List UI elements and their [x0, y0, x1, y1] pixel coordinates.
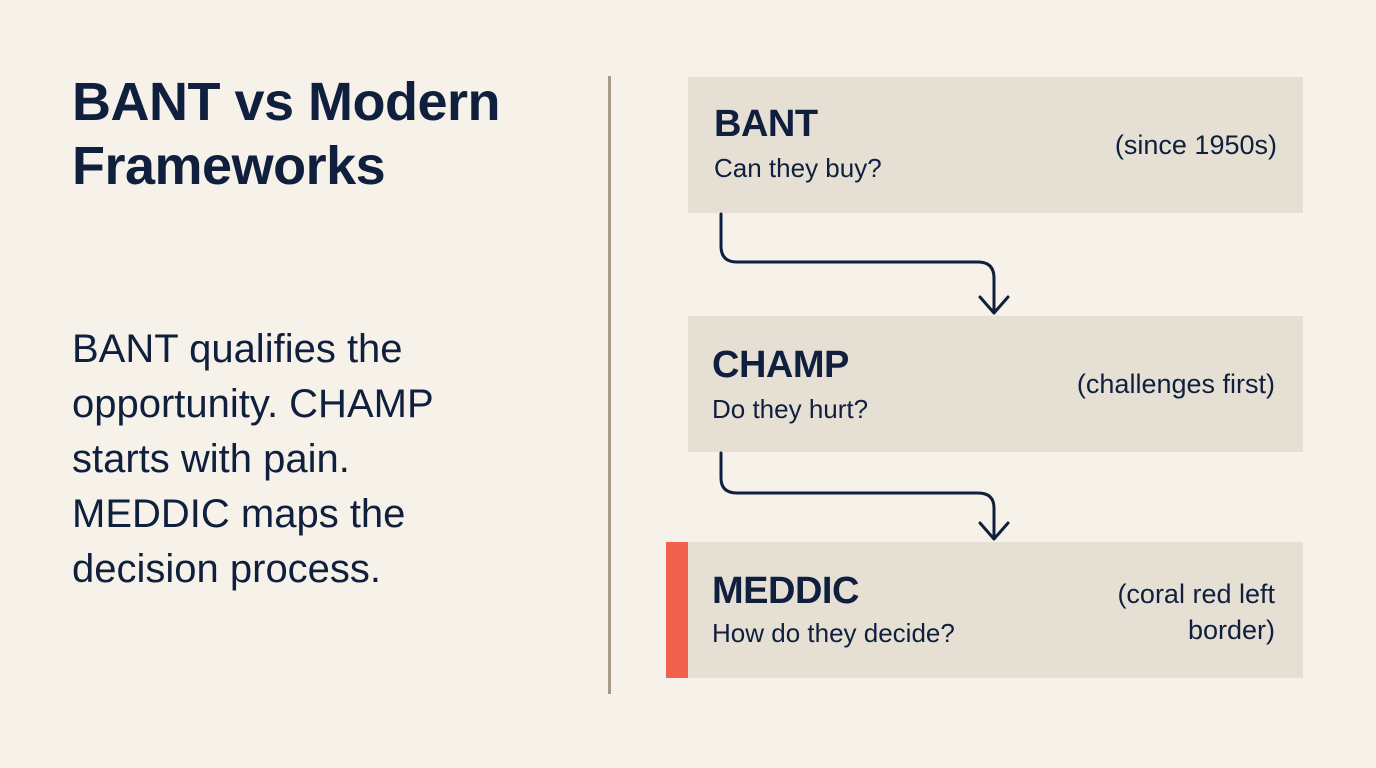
framework-question: Do they hurt? [712, 394, 869, 424]
page-title: BANT vs Modern Frameworks [72, 70, 501, 198]
description-line: starts with pain. [72, 437, 350, 481]
arrow-bant-to-champ [719, 212, 996, 314]
framework-box-meddic: MEDDIC How do they decide? (coral red le… [666, 542, 1303, 678]
framework-box-champ: CHAMP Do they hurt? (challenges first) [688, 316, 1303, 452]
framework-box-bant: BANT Can they buy? (since 1950s) [688, 77, 1303, 213]
vertical-divider [608, 76, 611, 694]
arrow-champ-to-meddic [719, 451, 996, 540]
coral-accent-border [666, 542, 688, 678]
framework-note: (challenges first) [1076, 369, 1275, 399]
framework-note: (since 1950s) [1114, 130, 1277, 160]
description-line: MEDDIC maps the [72, 492, 406, 536]
framework-name: CHAMP [712, 344, 849, 386]
description-line: BANT qualifies the [72, 327, 403, 371]
framework-name: BANT [714, 103, 818, 145]
framework-question: How do they decide? [712, 618, 955, 648]
framework-question: Can they buy? [714, 153, 882, 183]
framework-name: MEDDIC [712, 570, 859, 612]
title-line-2: Frameworks [72, 136, 386, 196]
framework-note: (coral red left border) [1117, 576, 1275, 648]
description-line: decision process. [72, 547, 382, 591]
note-line: border) [1187, 615, 1275, 645]
arrowhead-icon [978, 295, 1010, 315]
arrowhead-icon [978, 521, 1010, 541]
note-line: (coral red left [1117, 579, 1275, 609]
description: BANT qualifies the opportunity. CHAMP st… [72, 322, 572, 597]
title-line-1: BANT vs Modern [72, 72, 501, 132]
description-line: opportunity. CHAMP [72, 382, 434, 426]
